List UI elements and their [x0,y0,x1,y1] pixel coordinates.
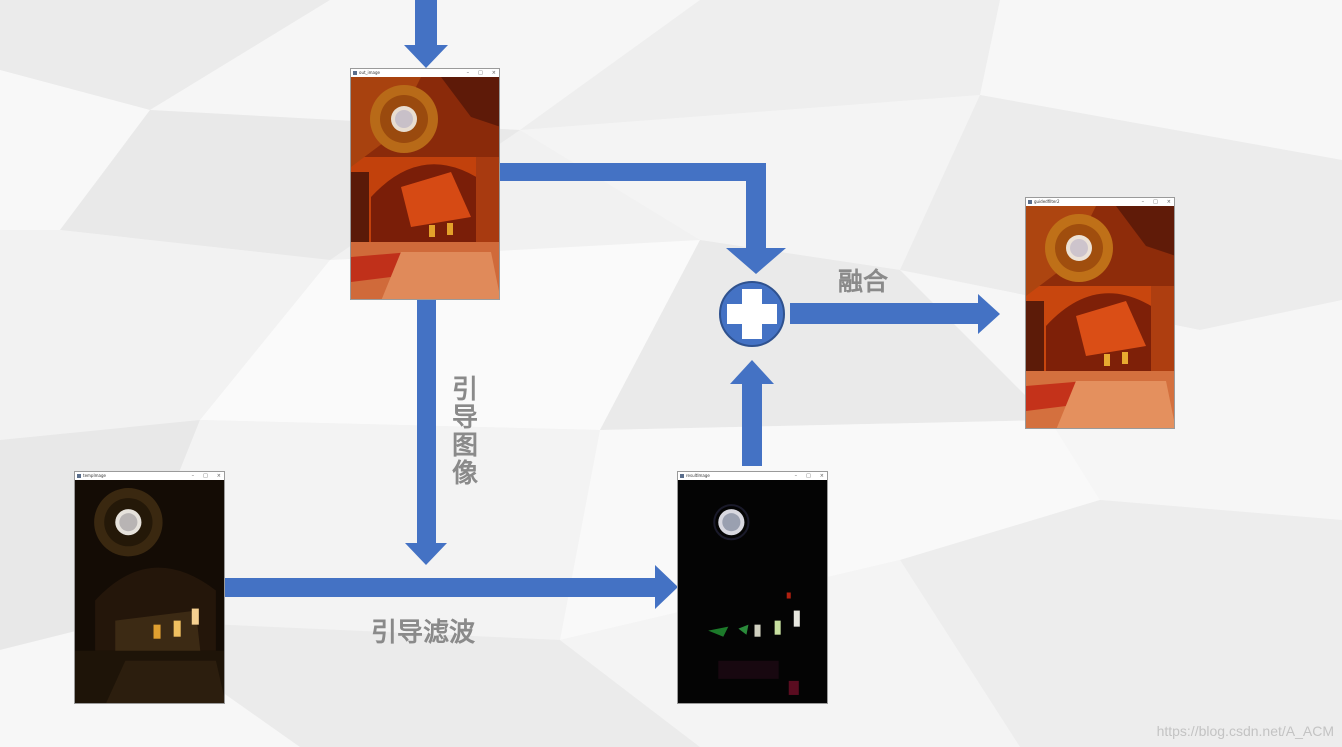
detail-layer-image [678,480,827,703]
window-titlebar: tempImage – □ × [75,472,224,480]
minimize-icon[interactable]: – [794,473,798,479]
arrow-result-up [730,360,774,466]
plus-circle-icon [719,281,785,347]
guide-image-char: 导 [451,403,478,433]
watermark-text: https://blog.csdn.net/A_ACM [1156,723,1334,739]
close-icon[interactable]: × [216,473,221,479]
guide-image-char: 像 [451,459,478,489]
window-title: tempImage [83,473,106,478]
maximize-icon[interactable]: □ [478,70,483,76]
close-icon[interactable]: × [1166,199,1171,205]
opencv-window-icon [680,474,684,478]
window-input-image: out_image – □ × [350,68,500,300]
close-icon[interactable]: × [819,473,824,479]
arrow-input-down [404,0,448,68]
minimize-icon[interactable]: – [1141,199,1145,205]
arrow-input-to-plus [500,163,786,274]
window-titlebar: resultImage – □ × [678,472,827,480]
window-temp-image: tempImage – □ × [74,471,225,704]
opencv-window-icon [1028,200,1032,204]
window-guided-filter: guidedfilter2 – □ × [1025,197,1175,429]
close-icon[interactable]: × [491,70,496,76]
arrow-filter-right [225,565,678,609]
window-title: resultImage [686,473,710,478]
minimize-icon[interactable]: – [466,70,470,76]
minimize-icon[interactable]: – [191,473,195,479]
arrow-guide-down [405,300,447,565]
window-title: out_image [359,70,381,75]
opencv-window-icon [77,474,81,478]
window-result-image: resultImage – □ × [677,471,828,704]
guide-image-char: 图 [451,431,478,461]
window-title: guidedfilter2 [1034,199,1060,204]
window-titlebar: out_image – □ × [351,69,499,77]
maximize-icon[interactable]: □ [1153,199,1158,205]
cathedral-image-fused [1026,206,1174,428]
arrow-fusion-right [790,294,1000,334]
window-titlebar: guidedfilter2 – □ × [1026,198,1174,206]
cathedral-image-dark [75,480,224,703]
guide-image-label: 引 导 图 像 [449,376,481,488]
cathedral-image-orange [351,77,499,299]
fusion-label: 融合 [838,267,889,296]
opencv-window-icon [353,71,357,75]
guided-filter-label: 引导滤波 [371,618,476,648]
maximize-icon[interactable]: □ [806,473,811,479]
guide-image-char: 引 [451,375,478,405]
maximize-icon[interactable]: □ [203,473,208,479]
